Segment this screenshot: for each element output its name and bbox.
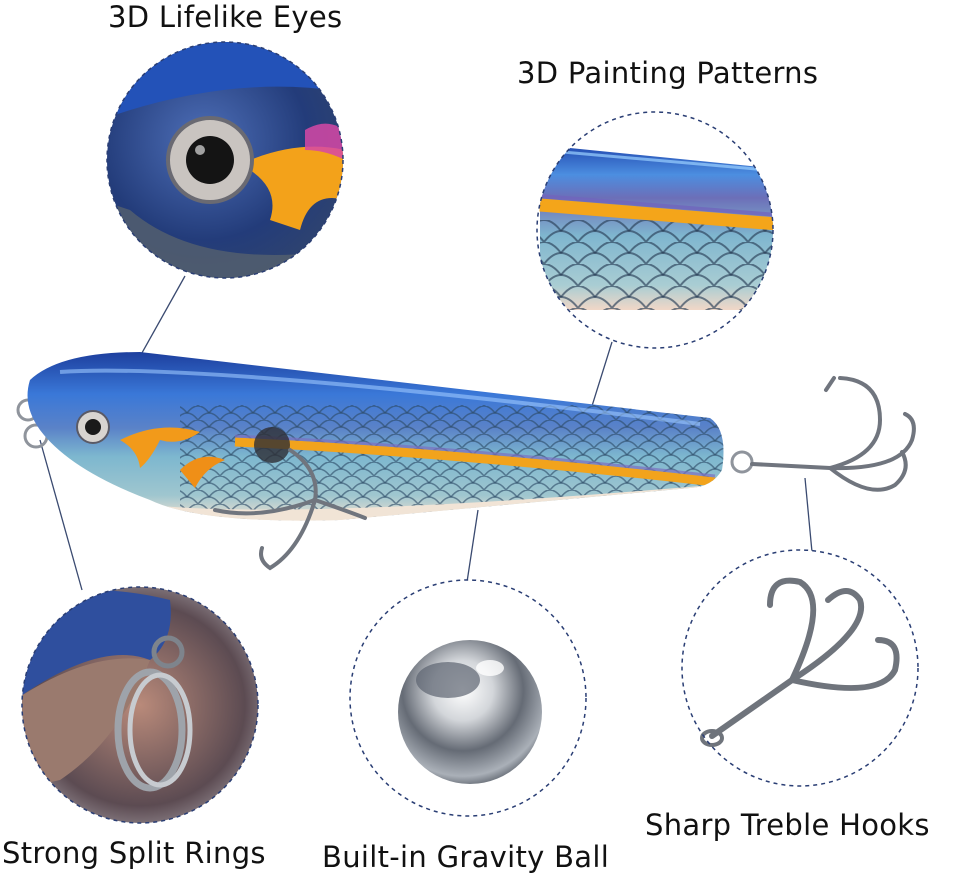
rear-treble-hook-icon — [750, 376, 916, 492]
label-painting-patterns: 3D Painting Patterns — [517, 56, 819, 90]
leader-hooks — [804, 477, 813, 553]
split-ring-icon — [114, 668, 186, 792]
leader-rings — [39, 439, 83, 591]
label-treble-hooks: Sharp Treble Hooks — [645, 808, 930, 842]
rings-closeup — [21, 586, 259, 824]
treble-hook-icon — [700, 577, 900, 747]
hooks-closeup — [681, 549, 919, 787]
label-lifelike-eyes: 3D Lifelike Eyes — [108, 0, 343, 34]
label-split-rings: Strong Split Rings — [2, 836, 266, 870]
painting-closeup — [536, 111, 774, 349]
belly-treble-hook-icon — [213, 448, 367, 571]
ball-closeup — [349, 579, 587, 817]
eyes-closeup — [106, 41, 344, 279]
leader-ball — [466, 509, 479, 583]
label-gravity-ball: Built-in Gravity Ball — [322, 840, 610, 874]
fishing-lure — [16, 352, 916, 571]
gravity-ball-icon — [398, 640, 542, 784]
